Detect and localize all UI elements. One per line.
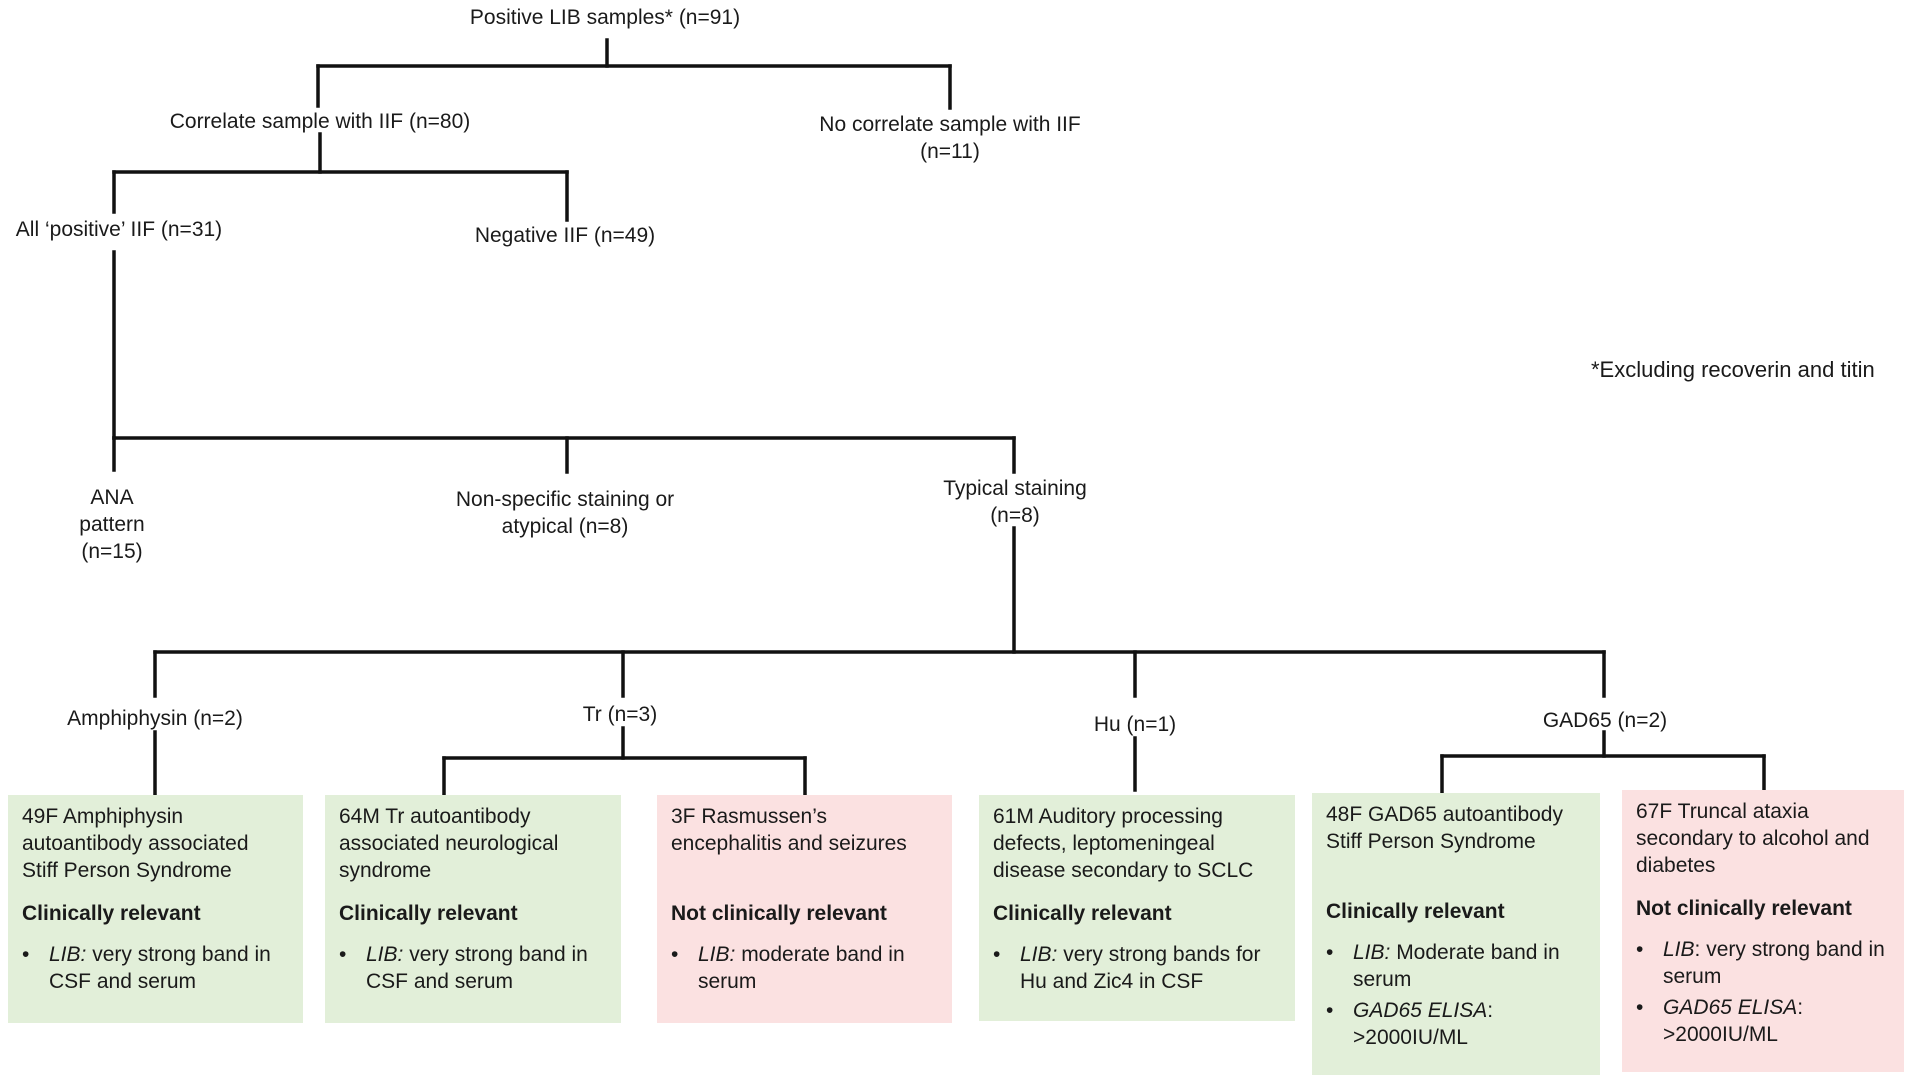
case-description: 64M Tr autoantibody associated neurologi… <box>339 803 607 884</box>
case-line: 48F GAD65 autoantibody <box>1326 803 1563 826</box>
finding-item: LIB: very strong band in serum <box>1636 936 1890 990</box>
case-box-amphiphysin: 49F Amphiphysin autoantibody associated … <box>8 795 303 1023</box>
finding-item: LIB: very strong band in CSF and serum <box>339 941 607 995</box>
ana-line-3: (n=15) <box>81 540 143 563</box>
finding-text: : >2000IU/ML <box>1353 999 1494 1049</box>
ana-pattern-node: ANA pattern (n=15) <box>52 484 172 565</box>
case-box-hu: 61M Auditory processing defects, leptome… <box>979 795 1295 1021</box>
finding-text: moderate band in serum <box>698 943 905 993</box>
nonspecific-line-2: atypical (n=8) <box>501 515 629 538</box>
case-line: associated neurological <box>339 832 559 855</box>
case-line: secondary to alcohol and <box>1636 827 1870 850</box>
case-line: autoantibody associated <box>22 832 249 855</box>
case-box-gad65-relevant: 48F GAD65 autoantibody Stiff Person Synd… <box>1312 793 1600 1075</box>
amphiphysin-node: Amphiphysin (n=2) <box>67 707 243 730</box>
finding-text: very strong bands for Hu and Zic4 in CSF <box>1020 943 1261 993</box>
no-correlate-line-2: (n=11) <box>920 140 980 163</box>
case-line: diabetes <box>1636 854 1716 877</box>
ana-line-2: pattern <box>79 513 145 536</box>
finding-term: LIB: <box>1020 943 1058 966</box>
case-box-tr-relevant: 64M Tr autoantibody associated neurologi… <box>325 795 621 1023</box>
relevance-verdict: Clinically relevant <box>1326 900 1505 923</box>
ana-line-1: ANA <box>90 486 134 509</box>
case-line: syndrome <box>339 859 432 882</box>
nonspecific-node: Non-specific staining or atypical (n=8) <box>425 486 705 540</box>
finding-term: LIB: <box>1353 941 1391 964</box>
case-line: 67F Truncal ataxia <box>1636 800 1809 823</box>
finding-item: GAD65 ELISA: >2000IU/ML <box>1636 994 1890 1048</box>
finding-term: LIB: <box>366 943 404 966</box>
finding-item: LIB: very strong bands for Hu and Zic4 i… <box>993 941 1281 995</box>
relevance-verdict: Clinically relevant <box>22 902 201 925</box>
findings-list: LIB: very strong band in CSF and serum <box>22 941 289 995</box>
typical-line-1: Typical staining <box>943 477 1087 500</box>
finding-term: LIB <box>1663 938 1695 961</box>
case-description: 3F Rasmussen’s encephalitis and seizures <box>671 803 938 884</box>
positive-iif-node: All ‘positive’ IIF (n=31) <box>15 218 223 241</box>
case-line: 61M Auditory processing <box>993 805 1223 828</box>
nonspecific-line-1: Non-specific staining or <box>455 488 675 511</box>
case-line: encephalitis and seizures <box>671 832 907 855</box>
case-line: 49F Amphiphysin <box>22 805 184 828</box>
finding-text: : very strong band in serum <box>1663 938 1885 988</box>
tr-node: Tr (n=3) <box>582 703 658 726</box>
findings-list: LIB: very strong band in serum GAD65 ELI… <box>1636 936 1890 1048</box>
case-line: defects, leptomeningeal <box>993 832 1215 855</box>
finding-text: Moderate band in serum <box>1353 941 1560 991</box>
case-description: 67F Truncal ataxia secondary to alcohol … <box>1636 798 1890 879</box>
case-line: Stiff Person Syndrome <box>1326 830 1536 853</box>
relevance-verdict: Not clinically relevant <box>671 902 887 925</box>
findings-list: LIB: moderate band in serum <box>671 941 938 995</box>
finding-text: : >2000IU/ML <box>1663 996 1804 1046</box>
root-node: Positive LIB samples* (n=91) <box>469 6 741 29</box>
no-correlate-node: No correlate sample with IIF (n=11) <box>770 111 1130 165</box>
case-description: 61M Auditory processing defects, leptome… <box>993 803 1281 884</box>
case-line: Stiff Person Syndrome <box>22 859 232 882</box>
case-line: disease secondary to SCLC <box>993 859 1254 882</box>
finding-item: LIB: moderate band in serum <box>671 941 938 995</box>
case-box-gad65-not-relevant: 67F Truncal ataxia secondary to alcohol … <box>1622 790 1904 1072</box>
finding-text: very strong band in CSF and serum <box>366 943 588 993</box>
typical-line-2: (n=8) <box>990 504 1040 527</box>
no-correlate-line-1: No correlate sample with IIF <box>819 113 1081 136</box>
finding-item: LIB: very strong band in CSF and serum <box>22 941 289 995</box>
finding-term: GAD65 ELISA <box>1353 999 1488 1022</box>
footnote: *Excluding recoverin and titin <box>1591 357 1875 382</box>
findings-list: LIB: very strong bands for Hu and Zic4 i… <box>993 941 1281 995</box>
hu-node: Hu (n=1) <box>1093 713 1177 736</box>
case-description: 49F Amphiphysin autoantibody associated … <box>22 803 289 884</box>
relevance-verdict: Not clinically relevant <box>1636 897 1852 920</box>
finding-item: LIB: Moderate band in serum <box>1326 939 1586 993</box>
case-line: 64M Tr autoantibody <box>339 805 531 828</box>
finding-item: GAD65 ELISA: >2000IU/ML <box>1326 997 1586 1051</box>
findings-list: LIB: very strong band in CSF and serum <box>339 941 607 995</box>
correlate-node: Correlate sample with IIF (n=80) <box>169 110 471 133</box>
findings-list: LIB: Moderate band in serum GAD65 ELISA:… <box>1326 939 1586 1051</box>
typical-staining-node: Typical staining (n=8) <box>900 475 1130 529</box>
case-line: 3F Rasmussen’s <box>671 805 828 828</box>
negative-iif-node: Negative IIF (n=49) <box>474 224 656 247</box>
finding-term: LIB: <box>49 943 87 966</box>
finding-term: LIB: <box>698 943 736 966</box>
finding-text: very strong band in CSF and serum <box>49 943 271 993</box>
relevance-verdict: Clinically relevant <box>993 902 1172 925</box>
finding-term: GAD65 ELISA <box>1663 996 1798 1019</box>
case-box-tr-not-relevant: 3F Rasmussen’s encephalitis and seizures… <box>657 795 952 1023</box>
gad65-node: GAD65 (n=2) <box>1542 709 1668 732</box>
relevance-verdict: Clinically relevant <box>339 902 518 925</box>
case-description: 48F GAD65 autoantibody Stiff Person Synd… <box>1326 801 1586 882</box>
